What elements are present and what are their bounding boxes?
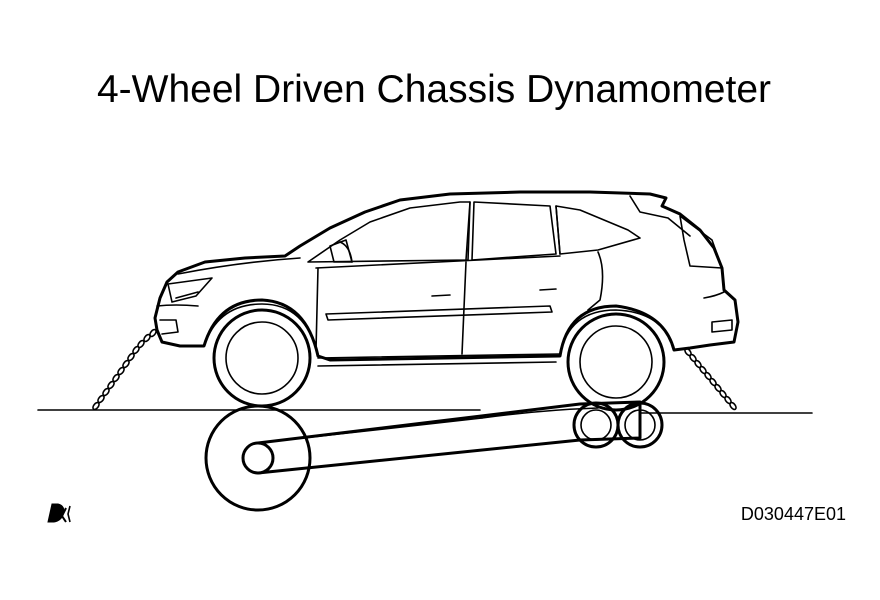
- reference-mark-icon: [47, 503, 71, 523]
- page-title: 4-Wheel Driven Chassis Dynamometer: [96, 68, 772, 111]
- rear-wheel: [566, 312, 666, 412]
- rear-tie-down-chain: [684, 347, 737, 411]
- front-tie-down-chain: [92, 328, 157, 411]
- dynamometer-roller-assembly: [204, 400, 664, 512]
- roller-rear: [616, 401, 664, 449]
- large-flywheel: [204, 404, 312, 512]
- front-wheel: [212, 308, 312, 408]
- suv-side-view-icon: [153, 190, 740, 412]
- figure-code: D030447E01: [740, 504, 846, 524]
- floor-line: [37, 409, 813, 414]
- roller-front: [572, 401, 620, 449]
